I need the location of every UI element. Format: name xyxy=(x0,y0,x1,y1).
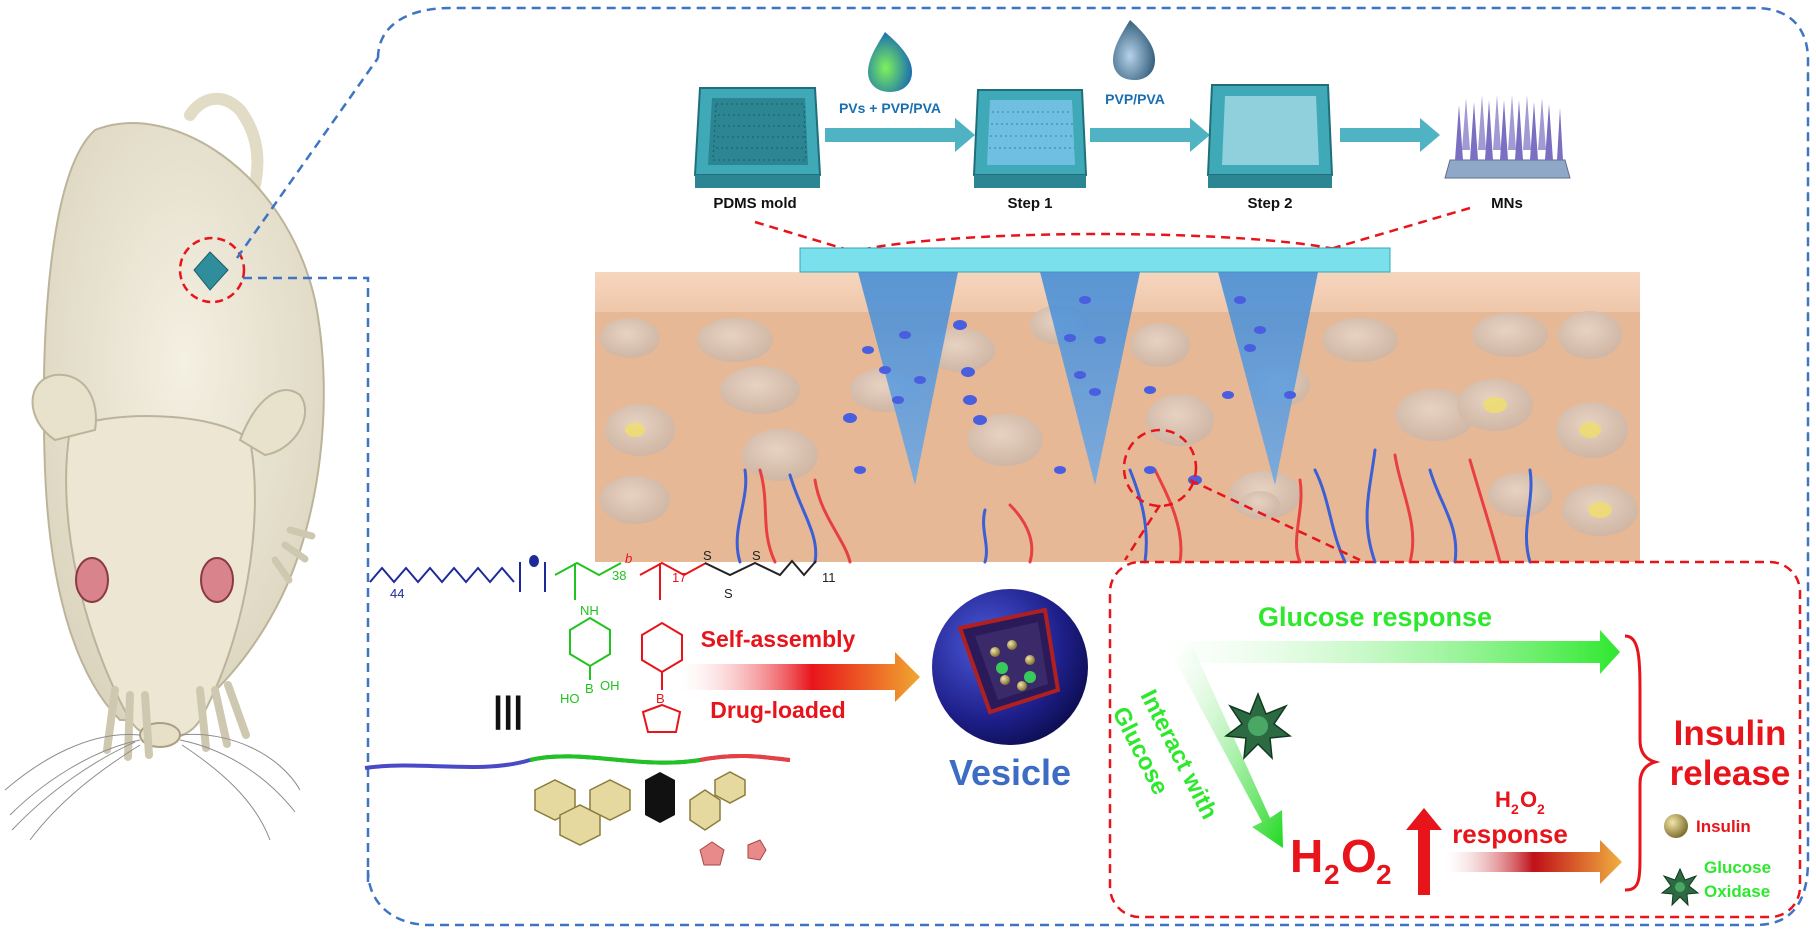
legend-gox-line2: Oxidase xyxy=(1704,882,1770,901)
arrow-step3 xyxy=(1340,118,1440,152)
microneedle-array xyxy=(1444,95,1571,179)
svg-text:S: S xyxy=(724,586,733,601)
polymer-structure: 44 38 NH B OH HO b 17 B S S S 11 ||| xyxy=(364,548,836,866)
svg-text:2: 2 xyxy=(1376,859,1392,890)
assembly-arrow xyxy=(680,652,920,702)
mn-patch-base xyxy=(799,247,1391,273)
drop-pvs-icon xyxy=(868,32,912,92)
h2o2-up-arrow xyxy=(1406,808,1442,895)
block-b-label: b xyxy=(625,551,632,566)
subscript-11: 11 xyxy=(822,570,836,585)
step-label-1: Step 1 xyxy=(1007,195,1052,212)
glucose-response-panel: Glucose response Interact with Glucose H… xyxy=(1107,602,1791,907)
svg-text:O: O xyxy=(1341,830,1377,882)
svg-text:2: 2 xyxy=(1511,801,1519,817)
subscript-44: 44 xyxy=(390,586,404,601)
subscript-17: 17 xyxy=(672,570,686,585)
step-label-mns: MNs xyxy=(1491,195,1523,212)
rat-whiskers xyxy=(4,733,301,841)
insulin-release-line2: release xyxy=(1670,754,1791,793)
self-assembly-label: Self-assembly xyxy=(701,626,856,652)
released-vesicles xyxy=(843,296,1296,485)
microneedles-in-skin xyxy=(858,272,1318,485)
drop-pvp-icon xyxy=(1113,20,1155,80)
svg-text:O: O xyxy=(1520,787,1537,812)
step-label-pdms: PDMS mold xyxy=(713,195,796,212)
rat-eye-left xyxy=(75,557,109,603)
legend-insulin: Insulin xyxy=(1696,817,1751,836)
arrow2-label: PVP/PVA xyxy=(1105,91,1165,107)
glucose-oxidase-icon xyxy=(1224,691,1292,761)
microneedle-patch-on-rat xyxy=(193,251,229,291)
rat-illustration xyxy=(4,92,325,841)
interact-glucose-arrow xyxy=(1175,645,1283,848)
rat-eye-right xyxy=(200,557,234,603)
fabrication-steps: PDMS mold PVs + PVP/PVA Step 1 PVP/PVA S… xyxy=(693,20,1571,212)
zoom-circle-skin xyxy=(1122,428,1198,508)
h2o2-response-arrow xyxy=(1445,840,1622,884)
response-callout-frame xyxy=(1108,478,1802,919)
subscript-38: 38 xyxy=(612,568,626,583)
h2o2-response-label: H 2 O 2 response xyxy=(1452,787,1568,849)
oh-label-1: OH xyxy=(600,678,620,693)
equivalent-symbol: ||| xyxy=(493,689,523,731)
step2-mold xyxy=(1206,84,1334,188)
pdms-mold xyxy=(693,87,822,188)
arrow-step2 xyxy=(1090,118,1210,152)
ho-label: HO xyxy=(560,691,580,706)
step-label-2: Step 2 xyxy=(1247,195,1292,212)
svg-text:response: response xyxy=(1452,819,1568,849)
boron-label-2: B xyxy=(656,691,665,706)
vesicle-label: Vesicle xyxy=(949,752,1071,793)
self-assembly-step: Self-assembly Drug-loaded xyxy=(680,626,920,723)
svg-text:S: S xyxy=(752,548,761,563)
zoom-callout-frame xyxy=(235,6,1810,927)
insulin-legend-icon xyxy=(1664,814,1688,838)
arrow-step1 xyxy=(825,118,975,152)
step1-mold xyxy=(972,89,1088,188)
glucose-response-arrow xyxy=(1165,630,1620,674)
svg-text:S: S xyxy=(703,548,712,563)
skin-cross-section xyxy=(595,247,1640,564)
drug-loaded-label: Drug-loaded xyxy=(710,697,845,723)
vesicle-illustration: Vesicle xyxy=(932,589,1088,793)
svg-text:2: 2 xyxy=(1537,801,1545,817)
legend-gox-line1: Glucose xyxy=(1704,858,1771,877)
insulin-release-line1: Insulin xyxy=(1674,714,1787,753)
h2o2-label: H 2 O 2 xyxy=(1290,830,1392,890)
patch-highlight-circle xyxy=(178,236,246,304)
svg-text:H: H xyxy=(1290,830,1323,882)
glucose-response-label: Glucose response xyxy=(1258,602,1492,632)
gox-legend-icon xyxy=(1660,867,1700,907)
svg-text:H: H xyxy=(1495,787,1511,812)
boron-label-1: B xyxy=(585,681,594,696)
arrow1-label: PVs + PVP/PVA xyxy=(839,100,941,116)
svg-text:2: 2 xyxy=(1324,859,1340,890)
nh-label: NH xyxy=(580,603,599,618)
release-bracket xyxy=(1624,634,1661,892)
blood-vessels xyxy=(735,448,1533,564)
